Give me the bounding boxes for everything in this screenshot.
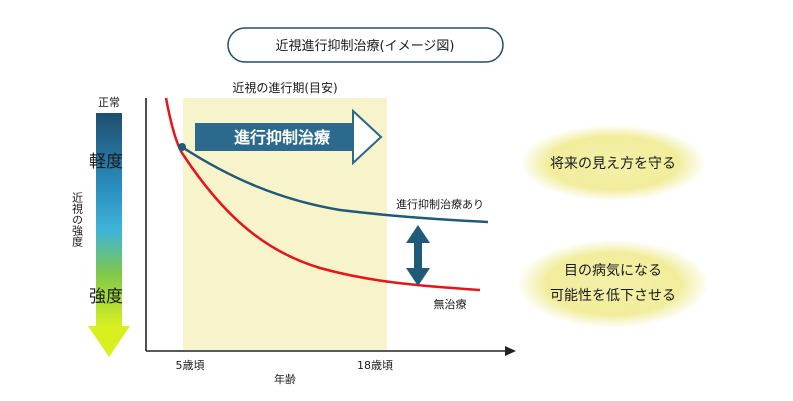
x-tick-start: 5歳頃 xyxy=(176,359,205,372)
x-tick-end: 18歳頃 xyxy=(357,359,393,372)
scale-top-label: 正常 xyxy=(98,96,120,109)
scale-severe-label: 強度 xyxy=(89,287,123,307)
callout-bottom-line2: 可能性を低下させる xyxy=(550,288,676,304)
treated-curve xyxy=(181,145,489,224)
treatment-arrow: 進行抑制治療 xyxy=(195,108,383,166)
callout-reduce-risk: 目の病気になる 可能性を低下させる xyxy=(517,240,709,328)
callout-protect-vision: 将来の見え方を守る xyxy=(520,125,706,201)
title-pill: 近視進行抑制治療(イメージ図) xyxy=(227,27,504,63)
axes xyxy=(145,98,516,356)
untreated-series-label: 無治療 xyxy=(434,297,467,311)
start-point xyxy=(178,143,186,151)
callout-top-text: 将来の見え方を守る xyxy=(550,156,676,172)
severity-scale xyxy=(88,113,130,357)
treated-series-label: 進行抑制治療あり xyxy=(396,197,484,211)
x-axis-label: 年齢 xyxy=(274,372,296,386)
scale-mild-label: 軽度 xyxy=(89,152,123,172)
gap-arrow xyxy=(406,225,430,286)
treatment-arrow-label: 進行抑制治療 xyxy=(234,128,331,147)
period-label: 近視の進行期(目安) xyxy=(232,80,337,95)
title-text: 近視進行抑制治療(イメージ図) xyxy=(276,39,455,54)
scale-axis-label: 近視の強度 xyxy=(71,192,84,248)
callout-bottom-line1: 目の病気になる xyxy=(564,263,662,279)
